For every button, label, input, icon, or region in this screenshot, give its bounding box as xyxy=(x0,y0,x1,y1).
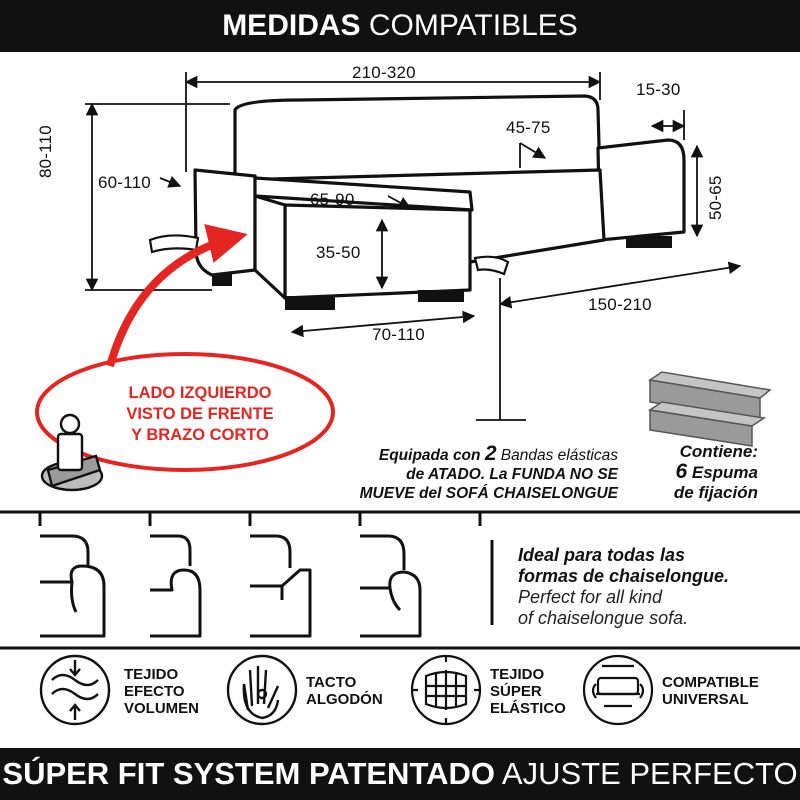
foam-note-line-1: Contiene: xyxy=(620,442,758,462)
bands-note-text-a: Equipada con xyxy=(378,447,485,464)
dim-seat-depth: 45-75 xyxy=(506,118,551,137)
dim-total-width: 210-320 xyxy=(352,63,416,82)
foam-note-line-3: de fijación xyxy=(620,483,758,503)
dim-total-height: 80-110 xyxy=(36,125,55,178)
foam-strips-icon xyxy=(647,371,772,447)
ideal-es-1: Ideal para todas las xyxy=(518,545,686,565)
dimension-lines xyxy=(85,72,742,421)
bands-note-line-2: de ATADO. La FUNDA NO SE xyxy=(300,465,618,484)
feature-universal-line-1: COMPATIBLE xyxy=(662,674,759,691)
feature-volume-line-2: EFECTO xyxy=(124,683,185,700)
bands-note-text-2: de ATADO. La FUNDA NO SE xyxy=(406,466,618,483)
side-note-line-3: Y BRAZO CORTO xyxy=(131,426,269,444)
feature-cotton-line-1: TACTO xyxy=(306,674,357,691)
side-note-line-1: LADO IZQUIERDO xyxy=(128,384,272,402)
arm-shape-1 xyxy=(40,534,90,566)
foam-note-text-1: Contiene: xyxy=(679,442,758,461)
foam-note-text-2: Espuma xyxy=(691,463,758,482)
bands-note-line-1: Equipada con 2 Bandas elásticas xyxy=(300,442,618,465)
arm-shapes-row xyxy=(40,534,422,638)
feature-volume-line-1: TEJIDO xyxy=(124,666,179,683)
cotton-touch-icon xyxy=(226,654,298,726)
dim-arm-depth: 15-30 xyxy=(636,80,681,99)
left-side-indicator xyxy=(35,224,335,472)
dim-chaise-seat: 65-90 xyxy=(310,190,355,209)
bands-count: 2 xyxy=(484,442,497,465)
header-bold: MEDIDAS xyxy=(222,9,361,42)
dim-chaise-width: 70-110 xyxy=(372,325,425,344)
sofa-legs xyxy=(212,236,672,310)
arm-shape-4 xyxy=(360,534,406,570)
bands-note-text-c: Bandas elásticas xyxy=(496,447,618,464)
dim-sofa-length: 150-210 xyxy=(588,295,652,314)
foam-count: 6 xyxy=(675,460,688,483)
bands-note-text-3: MUEVE del SOFÁ CHAISELONGUE xyxy=(359,485,618,502)
bands-note: Equipada con 2 Bandas elásticas de ATADO… xyxy=(300,442,618,503)
ideal-en-2: of chaiselongue sofa. xyxy=(518,608,689,628)
sofa-diagram xyxy=(0,72,800,726)
ideal-es-2: formas de chaiselongue. xyxy=(518,566,730,586)
feature-universal-line-2: UNIVERSAL xyxy=(662,691,749,708)
header-bar: MEDIDAS COMPATIBLES xyxy=(0,0,800,52)
divider-ticks xyxy=(38,512,482,526)
feature-universal-label: COMPATIBLE UNIVERSAL xyxy=(662,674,759,708)
super-elastic-icon xyxy=(410,654,482,726)
ideal-text: Ideal para todas las formas de chaiselon… xyxy=(518,545,729,629)
feature-cotton-line-2: ALGODÓN xyxy=(306,691,383,708)
feature-volume-label: TEJIDO EFECTO VOLUMEN xyxy=(124,666,199,717)
feature-cotton-label: TACTO ALGODÓN xyxy=(306,674,383,708)
universal-sofa-icon xyxy=(582,654,654,726)
dim-seat-height: 35-50 xyxy=(316,243,361,262)
arm-shape-2 xyxy=(150,534,192,566)
foam-note-text-3: de fijación xyxy=(673,483,758,502)
side-note-line-2: VISTO DE FRENTE xyxy=(126,405,274,423)
bands-note-line-3: MUEVE del SOFÁ CHAISELONGUE xyxy=(300,484,618,503)
feature-elastic-line-3: ELÁSTICO xyxy=(490,700,566,717)
feature-elastic-line-1: TEJIDO xyxy=(490,666,545,683)
dim-arm-width: 60-110 xyxy=(98,173,151,192)
feature-volume-line-3: VOLUMEN xyxy=(124,700,199,717)
dim-back-height: 50-65 xyxy=(706,175,725,220)
section-dividers xyxy=(0,510,800,650)
feature-elastic-label: TEJIDO SÚPER ELÁSTICO xyxy=(490,666,566,717)
ideal-en-1: Perfect for all kind xyxy=(518,587,663,607)
chaiselongue-sofa xyxy=(193,94,686,300)
header-light: COMPATIBLES xyxy=(368,9,578,42)
volume-fabric-icon xyxy=(39,654,111,726)
foam-note-line-2: 6 Espuma xyxy=(620,460,758,483)
footer-light: AJUSTE PERFECTO xyxy=(501,756,798,791)
side-note: LADO IZQUIERDO VISTO DE FRENTE Y BRAZO C… xyxy=(70,383,330,446)
foam-note: Contiene: 6 Espuma de fijación xyxy=(620,442,758,503)
footer-bar: SÚPER FIT SYSTEM PATENTADO AJUSTE PERFEC… xyxy=(0,748,800,800)
feature-elastic-line-2: SÚPER xyxy=(490,683,542,700)
viewer-figure-icon xyxy=(40,413,104,492)
footer-bold: SÚPER FIT SYSTEM PATENTADO xyxy=(2,756,495,791)
arm-shape-3 xyxy=(250,534,292,568)
